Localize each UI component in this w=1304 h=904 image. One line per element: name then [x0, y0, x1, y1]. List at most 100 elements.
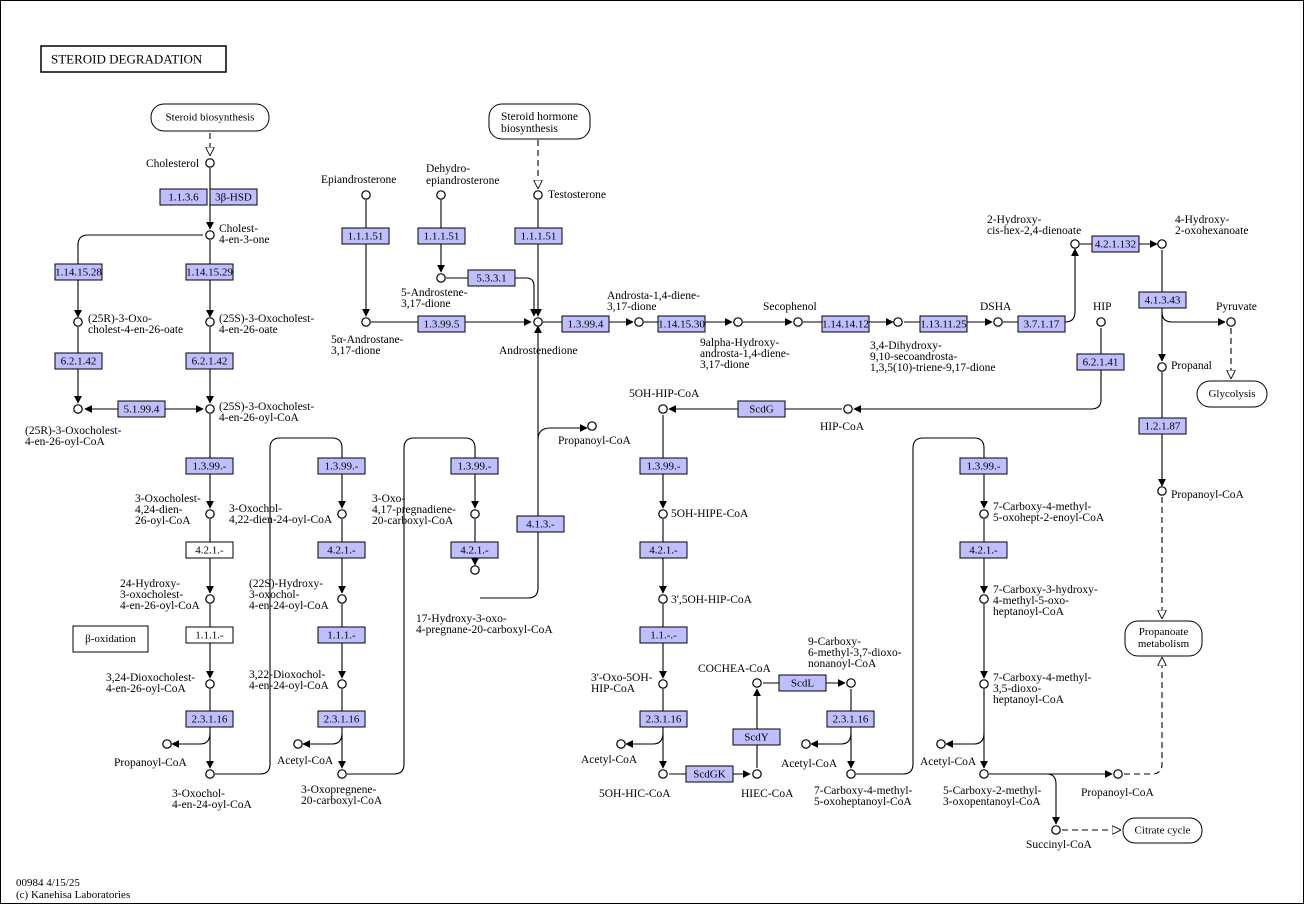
enzyme-box[interactable]: [737, 400, 786, 418]
enzyme-box[interactable]: [1017, 315, 1066, 333]
enzyme-e42[interactable]: 4.2.1.-: [959, 541, 1008, 559]
compound-node[interactable]: [533, 317, 543, 327]
enzyme-e43[interactable]: 1.2.1.87: [1138, 417, 1187, 435]
enzyme-e31[interactable]: 6.2.1.41: [1076, 353, 1125, 371]
compound-node[interactable]: [733, 317, 743, 327]
compound-node[interactable]: [658, 594, 668, 604]
enzyme-box[interactable]: [561, 315, 610, 333]
compound-node[interactable]: [73, 404, 83, 414]
compound-node[interactable]: [205, 679, 215, 689]
enzyme-e13[interactable]: 4.2.1.-: [317, 541, 366, 559]
enzyme-e14[interactable]: 1.1.1.-: [317, 626, 366, 644]
map-citrate-cycle[interactable]: [1122, 817, 1203, 844]
enzyme-e6[interactable]: 6.2.1.42: [185, 352, 234, 370]
enzyme-e17[interactable]: 4.2.1.-: [450, 541, 499, 559]
enzyme-box[interactable]: [959, 541, 1008, 559]
enzyme-e15[interactable]: 2.3.1.16: [317, 710, 366, 728]
compound-node[interactable]: [893, 317, 903, 327]
compound-node[interactable]: [205, 404, 215, 414]
compound-node[interactable]: [658, 509, 668, 519]
enzyme-e34[interactable]: 4.2.1.-: [639, 541, 688, 559]
enzyme-e30[interactable]: 4.1.3.43: [1138, 291, 1187, 309]
compound-node[interactable]: [436, 190, 446, 200]
compound-node[interactable]: [470, 565, 480, 575]
enzyme-e28[interactable]: 3.7.1.17: [1017, 315, 1066, 333]
compound-node[interactable]: [1113, 769, 1123, 779]
enzyme-box[interactable]: [317, 457, 366, 475]
enzyme-e19[interactable]: 1.1.1.51: [341, 227, 390, 245]
enzyme-box[interactable]: [185, 457, 234, 475]
enzyme-e3[interactable]: 1.14.15.28: [54, 263, 103, 281]
map-steroid-biosynthesis[interactable]: [150, 103, 270, 132]
compound-node[interactable]: [1157, 239, 1167, 249]
enzyme-e26[interactable]: 1.14.14.12: [821, 315, 870, 333]
enzyme-e41[interactable]: 1.3.99.-: [959, 457, 1008, 475]
enzyme-e36[interactable]: 2.3.1.16: [639, 710, 688, 728]
enzyme-box[interactable]: [185, 541, 234, 559]
compound-node[interactable]: [337, 509, 347, 519]
compound-node[interactable]: [470, 509, 480, 519]
compound-node[interactable]: [634, 317, 644, 327]
enzyme-box[interactable]: [317, 710, 366, 728]
enzyme-box[interactable]: [685, 765, 734, 783]
enzyme-e20[interactable]: 1.1.1.51: [417, 227, 466, 245]
compound-node[interactable]: [205, 509, 215, 519]
enzyme-e37[interactable]: ScdGK: [685, 765, 734, 783]
enzyme-box[interactable]: [317, 626, 366, 644]
compound-node[interactable]: [361, 190, 371, 200]
enzyme-box[interactable]: [185, 710, 234, 728]
compound-node[interactable]: [587, 421, 597, 431]
enzyme-box[interactable]: [732, 728, 781, 746]
enzyme-box[interactable]: [185, 626, 234, 644]
compound-node[interactable]: [843, 404, 853, 414]
enzyme-box[interactable]: [159, 188, 208, 206]
enzyme-box[interactable]: [117, 400, 166, 418]
enzyme-e22[interactable]: 5.3.3.1: [467, 269, 516, 287]
compound-node[interactable]: [752, 769, 762, 779]
compound-node[interactable]: [658, 404, 668, 414]
compound-node[interactable]: [616, 739, 626, 749]
enzyme-box[interactable]: [467, 269, 516, 287]
enzyme-e40[interactable]: 2.3.1.16: [826, 710, 875, 728]
compound-node[interactable]: [361, 317, 371, 327]
compound-node[interactable]: [793, 317, 803, 327]
enzyme-e21[interactable]: 1.1.1.51: [514, 227, 563, 245]
enzyme-box[interactable]: [54, 352, 103, 370]
enzyme-e11[interactable]: 2.3.1.16: [185, 710, 234, 728]
enzyme-box[interactable]: [1138, 417, 1187, 435]
compound-node[interactable]: [1096, 317, 1106, 327]
enzyme-e8[interactable]: 1.3.99.-: [185, 457, 234, 475]
enzyme-box[interactable]: [54, 263, 103, 281]
compound-node[interactable]: [436, 273, 446, 283]
enzyme-box[interactable]: [209, 188, 258, 206]
enzyme-box[interactable]: [185, 263, 234, 281]
map-steroid-hormone-biosynthesis[interactable]: [488, 103, 591, 140]
enzyme-box[interactable]: [639, 710, 688, 728]
compound-node[interactable]: [658, 769, 668, 779]
compound-node[interactable]: [337, 769, 347, 779]
compound-node[interactable]: [1226, 317, 1236, 327]
enzyme-e33[interactable]: 1.3.99.-: [639, 457, 688, 475]
enzyme-box[interactable]: [778, 674, 827, 692]
enzyme-e1[interactable]: 1.1.3.6: [159, 188, 208, 206]
enzyme-e29[interactable]: 4.2.1.132: [1091, 235, 1140, 253]
enzyme-box[interactable]: [639, 457, 688, 475]
compound-node[interactable]: [752, 678, 762, 688]
enzyme-box[interactable]: [821, 315, 870, 333]
enzyme-box[interactable]: [417, 315, 466, 333]
compound-node[interactable]: [162, 739, 172, 749]
compound-node[interactable]: [993, 317, 1003, 327]
enzyme-e25[interactable]: 1.14.15.30: [657, 315, 706, 333]
enzyme-e5[interactable]: 6.2.1.42: [54, 352, 103, 370]
enzyme-box[interactable]: [826, 710, 875, 728]
enzyme-box[interactable]: [450, 457, 499, 475]
enzyme-e4[interactable]: 1.14.15.29: [185, 263, 234, 281]
enzyme-box[interactable]: [959, 457, 1008, 475]
compound-node[interactable]: [205, 317, 215, 327]
compound-node[interactable]: [1157, 362, 1167, 372]
enzyme-e2[interactable]: 3β-HSD: [209, 188, 258, 206]
compound-node[interactable]: [979, 594, 989, 604]
enzyme-e23[interactable]: 1.3.99.5: [417, 315, 466, 333]
compound-node[interactable]: [73, 317, 83, 327]
enzyme-box[interactable]: [185, 352, 234, 370]
